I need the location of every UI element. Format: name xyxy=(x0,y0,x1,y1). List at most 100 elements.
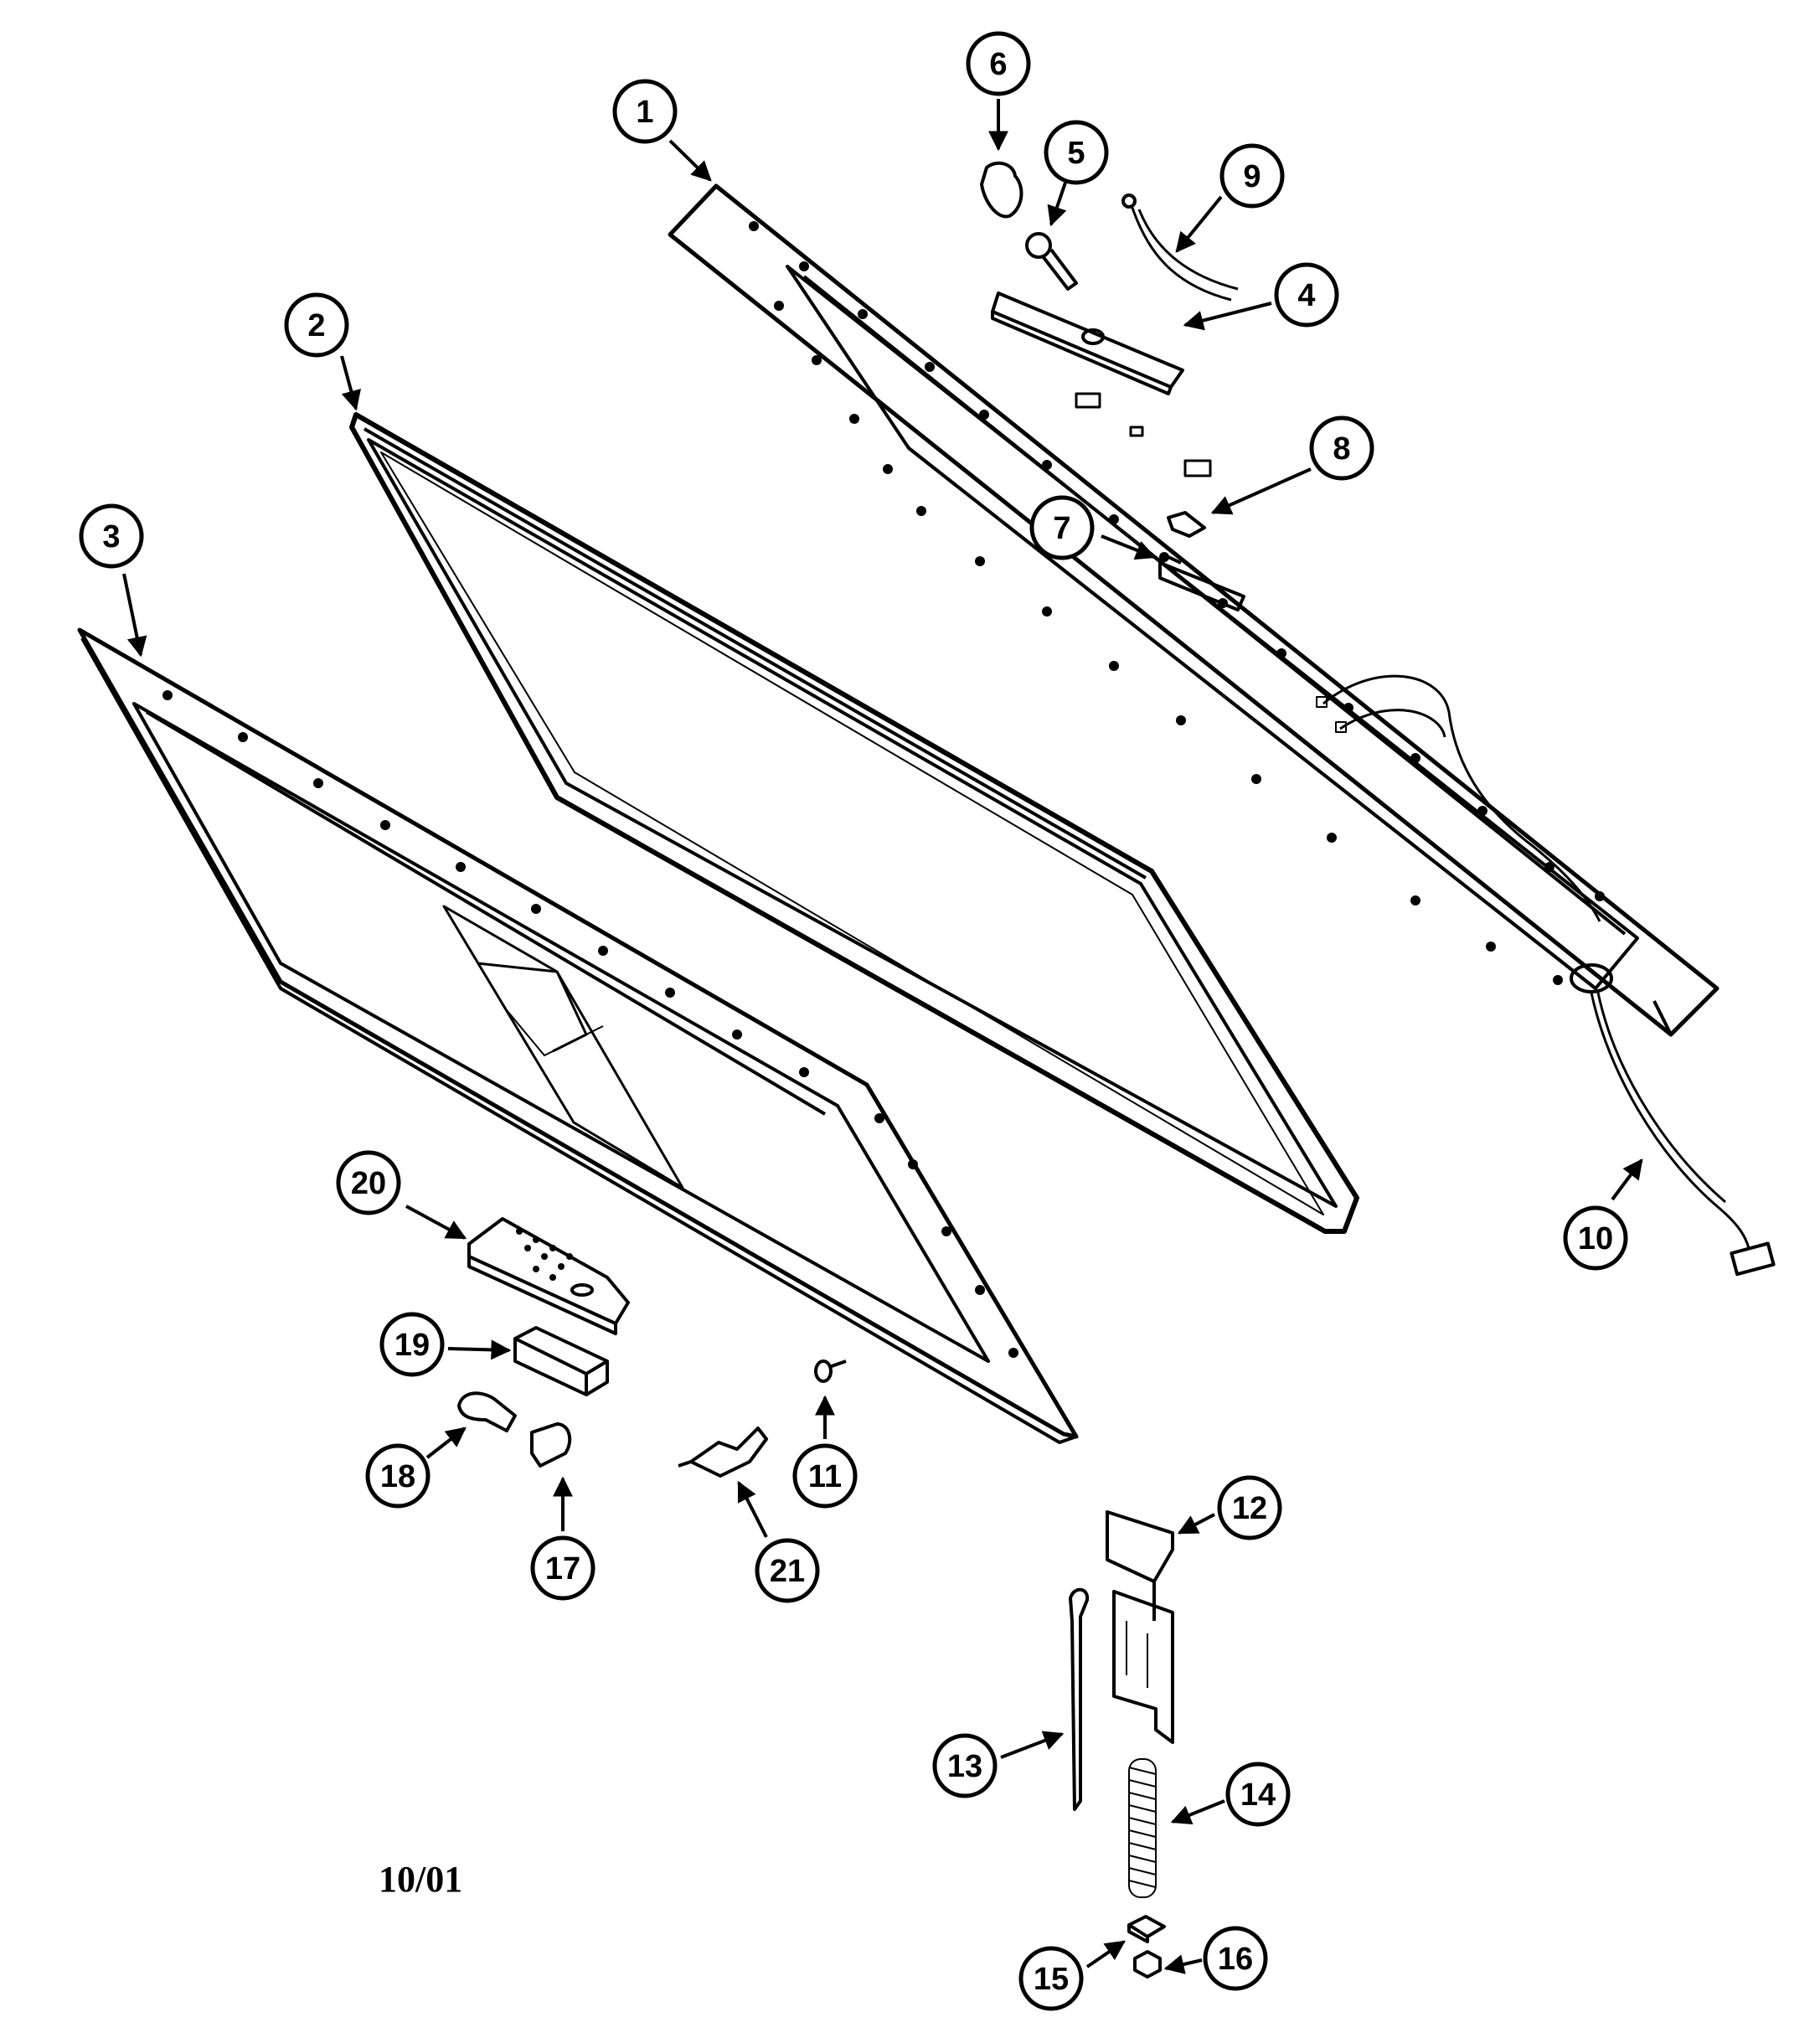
callout-circle xyxy=(284,292,349,358)
callout-circle xyxy=(1217,1475,1282,1540)
callout-21: 21 xyxy=(737,1480,820,1603)
nut xyxy=(1133,1950,1162,1979)
callout-arrow xyxy=(1000,1731,1065,1759)
callout-15: 15 xyxy=(1018,1940,1126,2011)
lid-gasket xyxy=(349,412,1359,1234)
callout-number: 18 xyxy=(380,1459,415,1494)
callout-14: 14 xyxy=(1170,1762,1291,1827)
callout-number: 16 xyxy=(1218,1942,1253,1977)
callout-18: 18 xyxy=(365,1427,467,1509)
callout-arrow xyxy=(1175,195,1223,253)
callout-circle xyxy=(612,79,678,144)
screw xyxy=(814,1360,847,1383)
hinge-rod xyxy=(1069,1587,1090,1811)
callout-number: 21 xyxy=(770,1554,805,1589)
callout-circle xyxy=(755,1538,820,1603)
callout-arrow xyxy=(1611,1158,1643,1201)
callout-circle xyxy=(379,1312,445,1377)
callout-number: 19 xyxy=(394,1328,430,1363)
callout-number: 8 xyxy=(1333,431,1350,467)
callout-number: 14 xyxy=(1240,1777,1276,1813)
callout-7: 7 xyxy=(1029,495,1157,560)
callout-11: 11 xyxy=(792,1395,858,1509)
callout-arrow xyxy=(1170,1799,1225,1825)
callout-circle xyxy=(932,1733,998,1798)
callout-17: 17 xyxy=(530,1476,595,1601)
callout-circle xyxy=(1203,1926,1268,1991)
callout-arrow xyxy=(1047,182,1067,227)
callout-number: 9 xyxy=(1243,159,1261,194)
callout-arrow xyxy=(447,1339,512,1360)
callout-arrow xyxy=(122,573,147,658)
callout-arrow xyxy=(737,1480,768,1538)
latch xyxy=(678,1427,768,1478)
callout-circle xyxy=(1563,1205,1628,1271)
callout-9: 9 xyxy=(1175,143,1285,253)
callout-4: 4 xyxy=(1183,262,1339,331)
callout-circle xyxy=(530,1535,595,1601)
callout-arrow xyxy=(1177,1513,1215,1535)
callout-arrow xyxy=(1183,302,1272,331)
callout-5: 5 xyxy=(1044,120,1109,227)
callout-number: 3 xyxy=(102,519,120,555)
callout-circle xyxy=(79,503,144,569)
callout-circle xyxy=(1274,262,1339,328)
callout-arrow xyxy=(425,1427,467,1459)
callout-arrow xyxy=(1085,1940,1126,1968)
callout-number: 13 xyxy=(947,1749,982,1784)
callout-circle xyxy=(336,1150,401,1215)
callout-12: 12 xyxy=(1177,1475,1282,1540)
callout-number: 17 xyxy=(545,1551,580,1587)
callout-arrow xyxy=(1163,1954,1203,1974)
callout-circle xyxy=(365,1443,431,1509)
callout-number: 2 xyxy=(307,308,325,343)
callout-number: 7 xyxy=(1053,511,1070,546)
callout-8: 8 xyxy=(1210,415,1374,515)
lock-cover xyxy=(467,1217,630,1335)
callout-16: 16 xyxy=(1163,1926,1268,1991)
callout-number: 4 xyxy=(1297,278,1315,313)
callout-19: 19 xyxy=(379,1312,512,1377)
callout-arrow xyxy=(340,355,361,411)
wire-harness xyxy=(1570,963,1776,1277)
callout-20: 20 xyxy=(336,1150,467,1240)
callout-3: 3 xyxy=(79,503,147,658)
callout-6: 6 xyxy=(966,31,1031,152)
callout-circle xyxy=(1309,415,1374,481)
callout-arrow xyxy=(405,1205,467,1240)
lock-cylinder-housing xyxy=(530,1422,572,1468)
callout-circle xyxy=(1018,1946,1084,2011)
callout-circle xyxy=(966,31,1031,96)
lid-panel xyxy=(77,627,1079,1444)
lid-liner-frame xyxy=(668,183,1719,1037)
callout-number: 5 xyxy=(1067,136,1085,171)
callout-13: 13 xyxy=(932,1731,1065,1798)
clip xyxy=(1167,511,1206,538)
hinge-spring xyxy=(1128,1758,1157,1898)
light-bracket xyxy=(991,292,1184,395)
callout-circle xyxy=(1225,1762,1291,1827)
callout-arrow xyxy=(1101,534,1157,560)
light-socket xyxy=(1025,232,1078,291)
callout-number: 12 xyxy=(1232,1491,1267,1526)
callout-number: 15 xyxy=(1034,1962,1069,1997)
light-bulb xyxy=(980,161,1023,219)
callout-arrow xyxy=(1210,467,1312,515)
callout-number: 1 xyxy=(636,95,653,130)
callout-number: 6 xyxy=(989,47,1007,82)
lock-cylinder xyxy=(457,1391,517,1432)
callout-arrow xyxy=(668,139,712,182)
callout-circle xyxy=(1219,143,1285,209)
latch-bracket xyxy=(513,1326,609,1396)
hinge xyxy=(1106,1510,1174,1744)
callout-2: 2 xyxy=(284,292,361,411)
callout-number: 10 xyxy=(1578,1221,1613,1256)
callout-number: 20 xyxy=(351,1166,386,1201)
callout-number: 11 xyxy=(808,1459,842,1494)
drawing-date: 10/01 xyxy=(379,1859,463,1900)
switch-bracket xyxy=(1158,555,1245,611)
wire-lead xyxy=(1121,193,1239,302)
callout-10: 10 xyxy=(1563,1158,1643,1271)
